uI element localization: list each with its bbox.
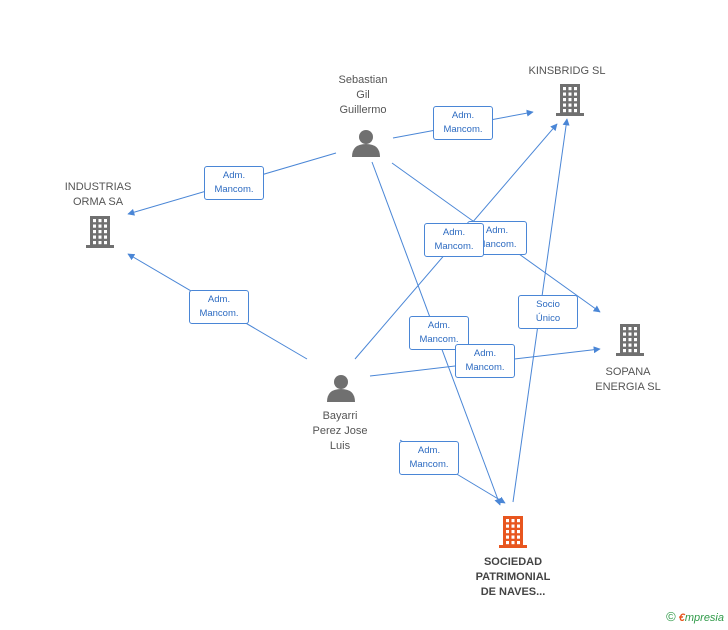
edge-label-sociedad-kinsbridg[interactable]: Socio Único xyxy=(518,295,578,329)
edge-label-sebastian-industrias[interactable]: Adm. Mancom. xyxy=(204,166,264,200)
node-label-industrias[interactable]: INDUSTRIAS ORMA SA xyxy=(64,181,132,208)
building-icon-kinsbridg[interactable] xyxy=(556,84,584,116)
building-icon-industrias[interactable] xyxy=(86,216,114,248)
person-icon-sebastian[interactable] xyxy=(352,130,380,157)
copyright-symbol: © xyxy=(666,609,676,624)
brand-logo-initial: € xyxy=(678,612,685,624)
node-label-kinsbridg[interactable]: KINSBRIDG SL xyxy=(528,65,606,77)
node-label-sociedad[interactable]: SOCIEDAD PATRIMONIAL DE NAVES... xyxy=(475,556,551,598)
building-icon-sopana[interactable] xyxy=(616,324,644,356)
node-label-sebastian[interactable]: Sebastian Gil Guillermo xyxy=(338,74,388,116)
edge-label-sebastian-kinsbridg[interactable]: Adm. Mancom. xyxy=(433,106,493,140)
footer-brand: © €mpresia xyxy=(666,609,724,624)
node-label-sopana[interactable]: SOPANA ENERGIA SL xyxy=(595,366,661,393)
edge-label-bayarri-sopana[interactable]: Adm. Mancom. xyxy=(455,344,515,378)
building-icon-sociedad[interactable] xyxy=(499,516,527,548)
person-icon-bayarri[interactable] xyxy=(327,375,355,402)
edge-label-bayarri-industrias[interactable]: Adm. Mancom. xyxy=(189,290,249,324)
node-label-bayarri[interactable]: Bayarri Perez Jose Luis xyxy=(312,410,368,452)
edge-label-bayarri-kinsbridg[interactable]: Adm. Mancom. xyxy=(424,223,484,257)
brand-name: mpresia xyxy=(684,612,724,624)
edge-label-bayarri-sociedad[interactable]: Adm. Mancom. xyxy=(399,441,459,475)
